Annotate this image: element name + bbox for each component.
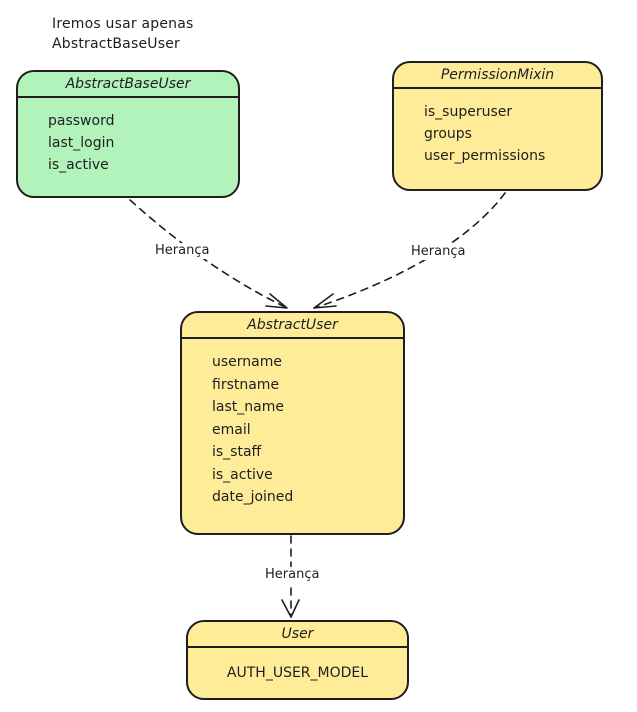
field-auth-user-model: AUTH_USER_MODEL — [226, 665, 369, 681]
field-list-user: AUTH_USER_MODEL — [188, 648, 407, 684]
class-title-abstractbaseuser: AbstractBaseUser — [18, 72, 238, 98]
field-list-abstractbaseuser: password last_login is_active — [18, 98, 238, 176]
edge-label-permissionmixin-to-abstractuser: Herança — [409, 244, 468, 260]
field-last-login: last_login — [48, 135, 115, 151]
field-username: username — [212, 354, 282, 370]
arrowhead-abstractbaseuser-to-abstractuser — [265, 293, 288, 309]
class-box-permissionmixin[interactable]: PermissionMixin is_superuser groups user… — [392, 61, 603, 191]
field-firstname: firstname — [212, 376, 280, 393]
edge-line-abstractbaseuser-to-abstractuser — [129, 199, 288, 309]
field-password: password — [48, 113, 115, 129]
field-date-joined: date_joined — [212, 489, 294, 505]
arrowhead-permissionmixin-to-abstractuser — [313, 293, 337, 309]
class-title-abstractuser: AbstractUser — [182, 313, 403, 339]
field-is-staff: is_staff — [212, 444, 262, 460]
field-email: email — [212, 421, 251, 438]
field-groups: groups — [424, 126, 472, 142]
class-title-user: User — [188, 622, 407, 648]
edge-label-abstractbaseuser-to-abstractuser: Herança — [153, 243, 212, 259]
arrowhead-abstractuser-to-user — [281, 599, 300, 618]
usage-note-line-2: AbstractBaseUser — [52, 36, 180, 52]
field-user-permissions: user_permissions — [424, 148, 546, 164]
field-is-active: is_active — [48, 157, 109, 173]
field-is-superuser: is_superuser — [424, 104, 513, 120]
field-last-name: last_name — [212, 399, 284, 415]
field-list-abstractuser: username firstname last_name email is_st… — [182, 339, 403, 509]
field-list-permissionmixin: is_superuser groups user_permissions — [394, 89, 601, 167]
usage-note-line-1: Iremos usar apenas — [52, 16, 194, 32]
class-title-permissionmixin: PermissionMixin — [394, 63, 601, 89]
class-box-abstractbaseuser[interactable]: AbstractBaseUser password last_login is_… — [16, 70, 240, 198]
field-is-active: is_active — [212, 466, 273, 483]
class-box-abstractuser[interactable]: AbstractUser username firstname last_nam… — [180, 311, 405, 535]
usage-note: Iremos usar apenas AbstractBaseUser — [52, 14, 194, 54]
class-box-user[interactable]: User AUTH_USER_MODEL — [186, 620, 409, 700]
edge-label-abstractuser-to-user: Herança — [263, 567, 322, 583]
